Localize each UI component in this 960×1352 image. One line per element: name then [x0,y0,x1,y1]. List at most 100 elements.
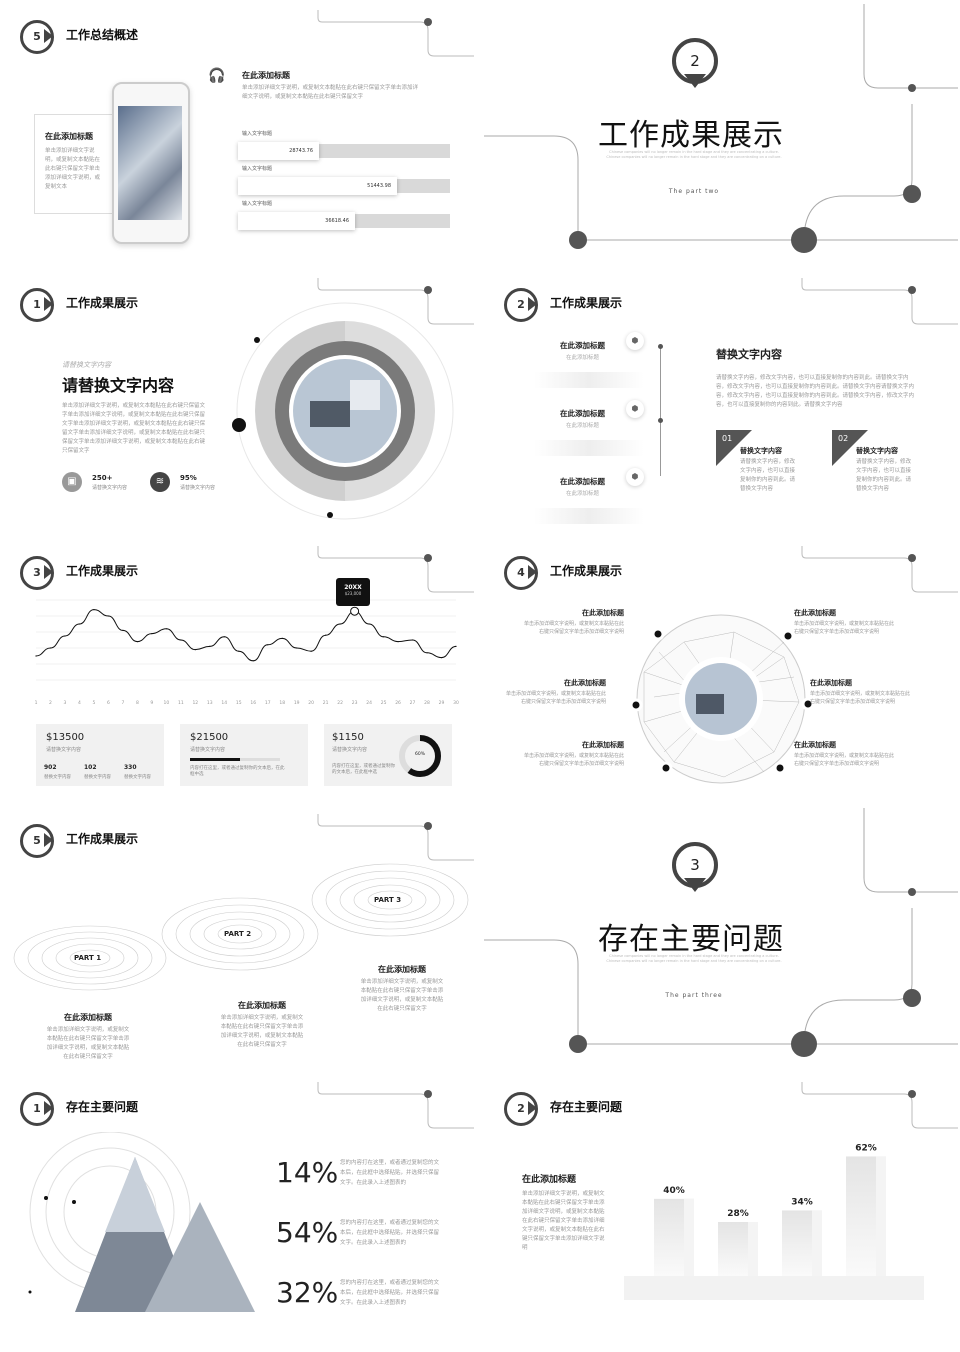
data-point [426,652,428,654]
node-text: 单击添加详细文字说明，或复制文本黏贴在此右键只保留文字单击添加详细文字说明 [794,753,895,767]
part-heading: 在此添加标题 [238,1001,286,1010]
decorative-lines [484,808,958,1057]
percent-value: 14% [276,1156,339,1189]
card-text: 内容打在这里，或者通过复制你的文本后，在此框中选 [190,766,285,777]
part-text: 单击添加详细文字说明，或复制文本黏贴在此右键只保留文字单击添加详细文字说明，或复… [220,1015,304,1048]
data-point [238,650,240,652]
slide-title: 工作总结概述 [66,28,139,42]
left-text: 单击添加详细文字说明，或复制文本黏贴在此右键只保留文字单击添加详细文字说明，或复… [522,1191,605,1251]
item-sub: 在此添加标题 [566,423,600,429]
tooltip-value: $23,000 [344,591,362,596]
slide-results-1[interactable]: 1 工作成果展示 请替换文字内容 请替换文字内容 单击添加详细文字说明，或复制文… [0,272,474,536]
slide-work-summary[interactable]: 5 工作总结概述 在此添加标题 单击添加详细文字说明，或复制文本黏贴在此右键只保… [0,4,474,268]
data-point [252,660,254,662]
data-point [281,637,283,639]
corner-lines [317,814,474,861]
x-tick-label: 9 [150,700,153,706]
data-point [455,645,457,647]
bar-value: 36618.46 [238,212,355,230]
contour-rings-graphic [13,863,469,991]
chart-floor [624,1276,924,1300]
x-tick-label: 4 [78,700,81,706]
layers-icon: ≋ [150,472,170,492]
mini-stat-value: 102 [84,764,97,771]
right-text: 请替换文字内容，修改文字内容，也可以直接复制你的内容到此。请替换文字内容，修改文… [716,375,915,408]
data-point [368,623,370,625]
x-tick-label: 24 [366,700,372,706]
x-tick-label: 2 [49,700,52,706]
chart-tooltip: 20XX $23,000 [336,578,370,606]
x-tick-label: 29 [439,700,445,706]
corner-triangle [832,430,868,466]
x-tick-label: 16 [250,700,256,706]
x-tick-label: 6 [107,700,110,706]
data-point [136,641,138,643]
donut-chart [399,735,441,777]
bar-chart: 40%28%34%62% [624,1143,924,1300]
slide-title: 工作成果展示 [66,296,139,310]
tooltip-title: 20XX [344,584,362,591]
bar-value-label: 34% [791,1197,813,1207]
slide-problems-1[interactable]: 1 存在主要问题 14%您的内容打在这里，或者通过复制您的文本后，在此框中选择粘… [0,1076,474,1340]
slide-section-three[interactable]: 3 存在主要问题 Chinese companies will no longe… [484,808,958,1072]
slide-results-4[interactable]: 4 工作成果展示 在此添加标题单击添加详细文字说明，或复制文本黏贴在此右键只保留… [484,540,958,804]
node-text: 单击添加详细文字说明，或复制文本黏贴在此右键只保留文字单击添加详细文字说明 [506,691,607,705]
slide-problems-2[interactable]: 2 存在主要问题 在此添加标题 单击添加详细文字说明，或复制文本黏贴在此右键只保… [484,1076,958,1340]
stat-card: $1150 请替换文字内容 内容打在这里，或者通过复制你的文本后，在此框中选 6… [324,724,452,786]
box-text: 请替换文字内容，修改文字内容，也可以直接复制你的内容到此。请替换文字内容 [740,459,796,492]
x-tick-label: 27 [410,700,416,706]
data-point [49,647,52,649]
data-point [411,639,414,641]
slide-title: 工作成果展示 [66,832,139,846]
slide-results-2[interactable]: 2 工作成果展示 在此添加标题在此添加标题⬢在此添加标题在此添加标题⬢在此添加标… [484,272,958,536]
stat-label: 请替换文字内容 [180,485,216,491]
bar-label: 输入文字标题 [242,166,273,172]
x-tick-label: 5 [92,700,95,706]
section-pin: 2 [672,38,718,94]
section-subtitle: Chinese companies will no longer remain … [606,954,782,963]
phone-mockup [112,82,190,244]
hexagon-icon: ⬢ [626,400,644,418]
slide-title: 工作成果展示 [550,564,623,578]
x-tick-label: 7 [121,700,124,706]
mini-stat-value: 902 [44,764,57,771]
mini-stat-label: 替换文字内容 [44,775,71,780]
corner-lines [317,546,474,593]
corner-lines [801,1082,958,1129]
slide-title: 存在主要问题 [550,1100,623,1114]
node-heading: 在此添加标题 [564,679,606,687]
item-shadow [534,440,644,456]
corner-triangle [716,430,752,466]
x-tick-label: 11 [178,700,184,706]
section-badge: 1 [18,286,54,322]
part-label: The part two [668,188,720,195]
data-point [310,650,312,652]
x-tick-label: 28 [424,700,430,706]
section-badge: 1 [18,1090,54,1126]
series-line [35,609,457,662]
bar-value-label: 40% [663,1186,685,1196]
bar-side [876,1156,886,1276]
slide-results-5[interactable]: 5 工作成果展示 PART 1 PART 2 PART 3 在此添加标题 单击添… [0,808,474,1072]
stat-label: 请替换文字内容 [92,485,128,491]
section-title: 存在主要问题 [598,922,784,957]
card-label: 请替换文字内容 [332,747,368,753]
progress-fill [190,758,240,761]
x-tick-label: 26 [395,700,401,706]
bar-side [812,1210,822,1276]
x-tick-label: 21 [323,700,329,706]
data-point [339,623,341,625]
data-point [107,615,110,617]
slide-section-two[interactable]: 2 工作成果展示 Chinese companies will no longe… [484,4,958,268]
section-badge: 2 [502,1090,538,1126]
handshake-photo [118,106,182,220]
bar-value: 51443.98 [238,177,397,195]
stat-card: $13500 请替换文字内容 902 替换文字内容 102 替换文字内容 330… [36,724,164,786]
corner-lines [801,278,958,325]
mini-stat-label: 替换文字内容 [124,775,151,780]
item-heading: 在此添加标题 [560,477,605,486]
part-label: PART 2 [224,930,252,938]
x-tick-label: 19 [294,700,300,706]
x-tick-label: 8 [136,700,139,706]
